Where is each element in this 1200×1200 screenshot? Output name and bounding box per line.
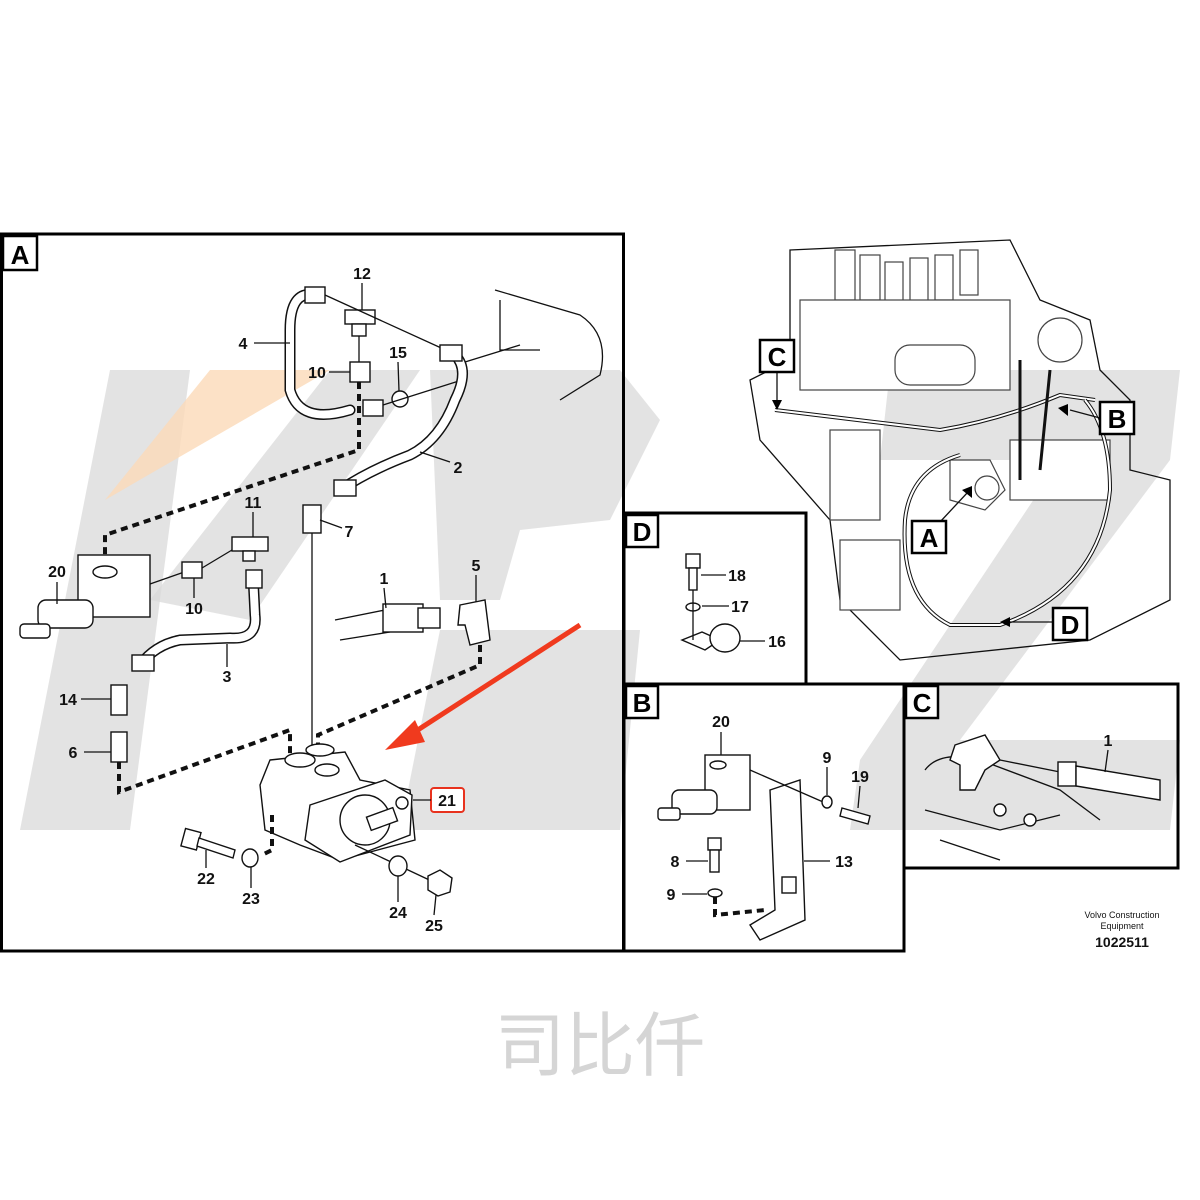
part-number-label: 14 — [59, 692, 77, 709]
callout-c — [758, 338, 796, 374]
panel-c-drawing: 1 — [924, 733, 1161, 861]
fitting — [304, 286, 326, 304]
part-number-label: 20 — [48, 564, 66, 581]
part-number-label: 5 — [472, 558, 481, 575]
part-number-label: 16 — [768, 634, 786, 651]
footer-line1: Volvo Construction — [1084, 910, 1159, 920]
part-number-label: 10 — [308, 365, 326, 382]
part-number-label: B — [633, 688, 652, 718]
panel-b-drawing: 20 9 19 8 13 9 — [657, 714, 871, 941]
part-number-label: 6 — [69, 745, 78, 762]
watermark-subtext: 司比仟 — [495, 1005, 705, 1087]
part-number-label: 23 — [242, 891, 260, 908]
part-number-label: 4 — [239, 336, 248, 353]
valve-block-20 — [19, 554, 151, 639]
panel-d-drawing: 18 17 16 — [680, 553, 786, 653]
part-number-label: D — [1061, 610, 1080, 640]
panel-b-tag: B — [624, 684, 660, 720]
part-number-label: 20 — [712, 714, 730, 731]
part-number-label: A — [11, 240, 30, 270]
part-number-label: C — [913, 688, 932, 718]
panel-a-tag: A — [1, 234, 39, 272]
part-number-label: 7 — [345, 524, 354, 541]
panel-c-tag: C — [904, 684, 940, 720]
footer-caption: Volvo Construction Equipment 1022511 — [1084, 910, 1159, 950]
part-number-label: 10 — [185, 601, 203, 618]
callout-d — [1051, 606, 1089, 642]
callout-b — [1098, 400, 1136, 436]
part-number-label: 13 — [835, 854, 853, 871]
part-number-label: 15 — [389, 345, 407, 362]
part-number-label: C — [768, 342, 787, 372]
panel-a-labels: 12 4 10 15 2 11 7 20 10 1 5 3 14 6 21 22… — [48, 266, 480, 935]
drawing-number: 1022511 — [1095, 934, 1149, 950]
panel-a-drawing — [19, 286, 604, 897]
footer-line2: Equipment — [1100, 921, 1144, 931]
part-number-label: D — [633, 517, 652, 547]
part-number-label: 11 — [245, 495, 262, 512]
part-number-label: 9 — [823, 750, 832, 767]
part-number-label: A — [920, 523, 939, 553]
panel-d-tag: D — [624, 513, 660, 549]
part-number-label: 19 — [851, 769, 869, 786]
part-number-label: B — [1108, 404, 1127, 434]
part-number-label: 2 — [454, 460, 463, 477]
part-number-label: 3 — [223, 669, 232, 686]
part-number-label: 25 — [425, 918, 443, 935]
callout-a — [910, 519, 948, 555]
part-number-label: 9 — [667, 887, 676, 904]
red-arrow-head — [385, 720, 425, 750]
part-number-label: 18 — [728, 568, 746, 585]
part-number-label: 17 — [731, 599, 749, 616]
part-number-label: 8 — [671, 854, 680, 871]
overview-callouts: C B A D — [758, 338, 1136, 642]
part-number-label: 1 — [380, 571, 389, 588]
machine-overview — [749, 239, 1171, 661]
pump-21 — [259, 743, 416, 863]
part-number-label: 22 — [197, 871, 215, 888]
part-number-label: 21 — [438, 793, 456, 810]
watermark: 司比仟 — [20, 370, 1180, 1087]
part-number-label: 1 — [1104, 733, 1113, 750]
part-number-label: 24 — [389, 905, 407, 922]
part-number-label: 12 — [353, 266, 371, 283]
panel-c-frame — [902, 682, 1180, 870]
